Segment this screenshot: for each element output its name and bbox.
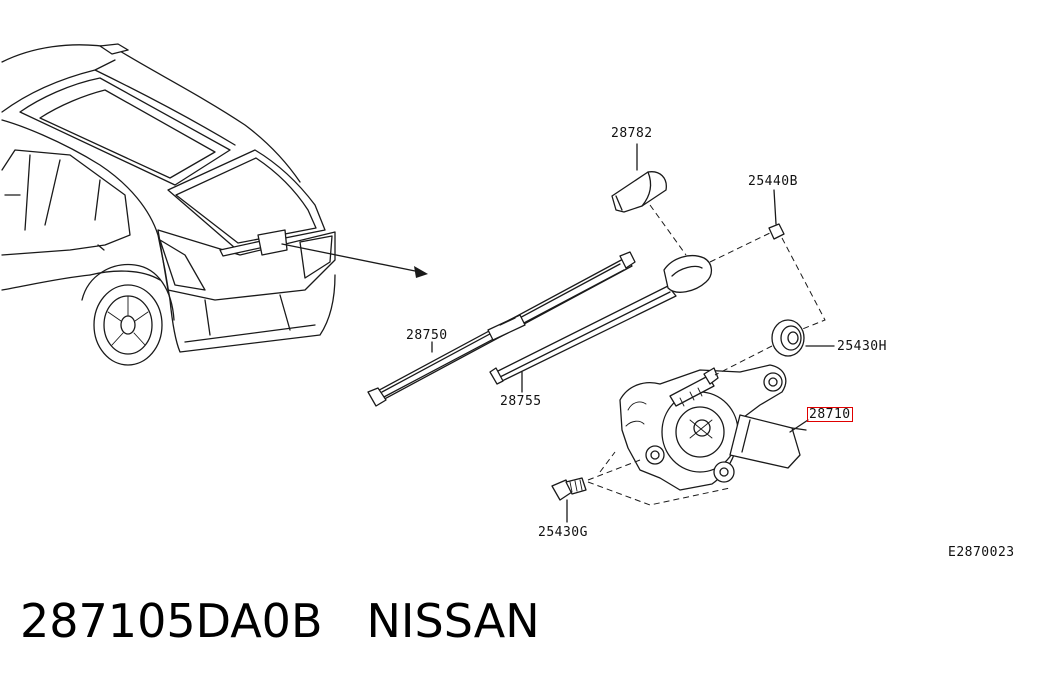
- grommet-part: [771, 319, 835, 357]
- callout-label-25430g: 25430G: [538, 525, 588, 540]
- diagram-code: E2870023: [948, 545, 1015, 560]
- vehicle-illustration: [1, 43, 428, 366]
- callout-label-25430h: 25430H: [837, 339, 887, 354]
- brand-name: NISSAN: [366, 594, 540, 648]
- exploded-parts-diagram: [1, 43, 835, 523]
- wiper-cap-part: [611, 143, 667, 213]
- wiper-blade-part: [367, 251, 636, 407]
- callout-label-25440b: 25440B: [748, 174, 798, 189]
- small-cap-part: [768, 189, 785, 240]
- callout-label-28750: 28750: [406, 328, 448, 343]
- callout-label-28782: 28782: [611, 126, 653, 141]
- wiper-arm-part: [489, 255, 713, 385]
- bolt-part: [551, 477, 587, 523]
- wiper-motor-part: [619, 364, 807, 491]
- callout-label-28755: 28755: [500, 394, 542, 409]
- leader-lines: [431, 341, 809, 433]
- callout-label-28710-highlighted: 28710: [807, 407, 853, 422]
- assembly-guide-lines: [587, 204, 826, 506]
- part-number: 287105DA0B: [20, 594, 323, 648]
